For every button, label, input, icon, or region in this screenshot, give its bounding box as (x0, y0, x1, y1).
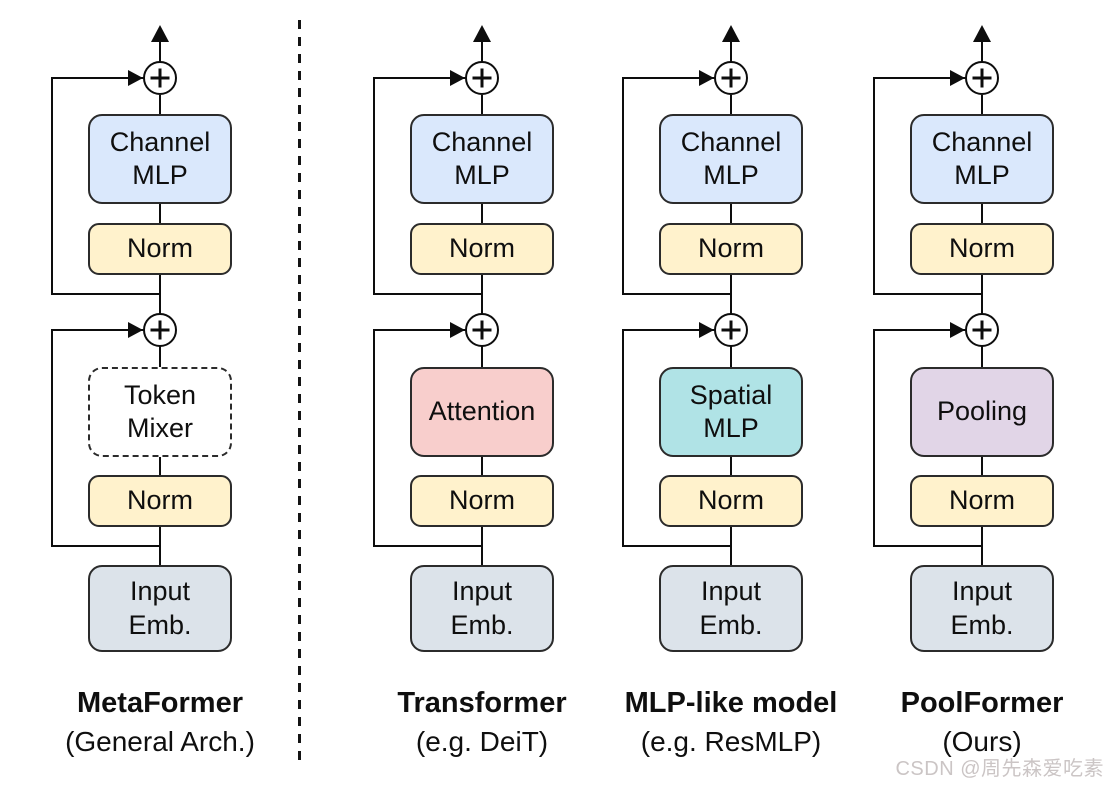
add-operator-icon (143, 61, 177, 95)
arrowhead-icon (450, 70, 465, 86)
connector-line (981, 34, 983, 62)
dashed-divider (298, 20, 301, 762)
spatial-mlp-block: Spatial MLP (659, 367, 803, 457)
csdn-watermark: CSDN @周先森爱吃素 (895, 758, 1104, 780)
norm-block: Norm (410, 223, 554, 275)
residual-skip-connection (622, 77, 731, 295)
channel-mlp-block: Channel MLP (659, 114, 803, 204)
arrowhead-icon (950, 322, 965, 338)
input-embedding-block: Input Emb. (88, 565, 232, 652)
residual-skip-connection (873, 329, 982, 547)
norm-block: Norm (659, 223, 803, 275)
column-title: MLP-like model (624, 687, 838, 719)
attention-block: Attention (410, 367, 554, 457)
input-embedding-block: Input Emb. (659, 565, 803, 652)
arrowhead-icon (699, 322, 714, 338)
channel-mlp-block: Channel MLP (910, 114, 1054, 204)
column-title: MetaFormer (77, 687, 243, 719)
residual-skip-connection (622, 329, 731, 547)
norm-block: Norm (88, 223, 232, 275)
column-title: Transformer (397, 687, 567, 719)
residual-skip-connection (373, 329, 482, 547)
column-transformer: Channel MLP Norm Attention Norm Input Em… (357, 0, 607, 785)
norm-block: Norm (410, 475, 554, 527)
residual-skip-connection (873, 77, 982, 295)
norm-block: Norm (88, 475, 232, 527)
column-metaformer: Channel MLP Norm Token Mixer Norm Input … (35, 0, 285, 785)
input-embedding-block: Input Emb. (910, 565, 1054, 652)
arrowhead-icon (450, 322, 465, 338)
output-arrow-icon (973, 25, 991, 42)
channel-mlp-block: Channel MLP (410, 114, 554, 204)
connector-line (159, 34, 161, 62)
arrowhead-icon (128, 322, 143, 338)
norm-block: Norm (910, 223, 1054, 275)
output-arrow-icon (151, 25, 169, 42)
norm-block: Norm (910, 475, 1054, 527)
column-subtitle: (Ours) (942, 726, 1022, 757)
column-subtitle: (e.g. DeiT) (415, 726, 549, 757)
residual-skip-connection (51, 77, 160, 295)
arrowhead-icon (950, 70, 965, 86)
norm-block: Norm (659, 475, 803, 527)
add-operator-icon (465, 61, 499, 95)
token-mixer-block: Token Mixer (88, 367, 232, 457)
column-subtitle: (General Arch.) (65, 726, 255, 757)
residual-skip-connection (373, 77, 482, 295)
add-operator-icon (465, 313, 499, 347)
channel-mlp-block: Channel MLP (88, 114, 232, 204)
pooling-block: Pooling (910, 367, 1054, 457)
connector-line (481, 34, 483, 62)
add-operator-icon (143, 313, 177, 347)
add-operator-icon (965, 313, 999, 347)
residual-skip-connection (51, 329, 160, 547)
output-arrow-icon (722, 25, 740, 42)
column-mlp-like: Channel MLP Norm Spatial MLP Norm Input … (606, 0, 856, 785)
column-poolformer: Channel MLP Norm Pooling Norm Input Emb.… (857, 0, 1107, 785)
input-embedding-block: Input Emb. (410, 565, 554, 652)
output-arrow-icon (473, 25, 491, 42)
arrowhead-icon (699, 70, 714, 86)
column-title: PoolFormer (900, 687, 1064, 719)
connector-line (730, 34, 732, 62)
arrowhead-icon (128, 70, 143, 86)
add-operator-icon (714, 61, 748, 95)
column-subtitle: (e.g. ResMLP) (640, 726, 822, 757)
add-operator-icon (714, 313, 748, 347)
add-operator-icon (965, 61, 999, 95)
